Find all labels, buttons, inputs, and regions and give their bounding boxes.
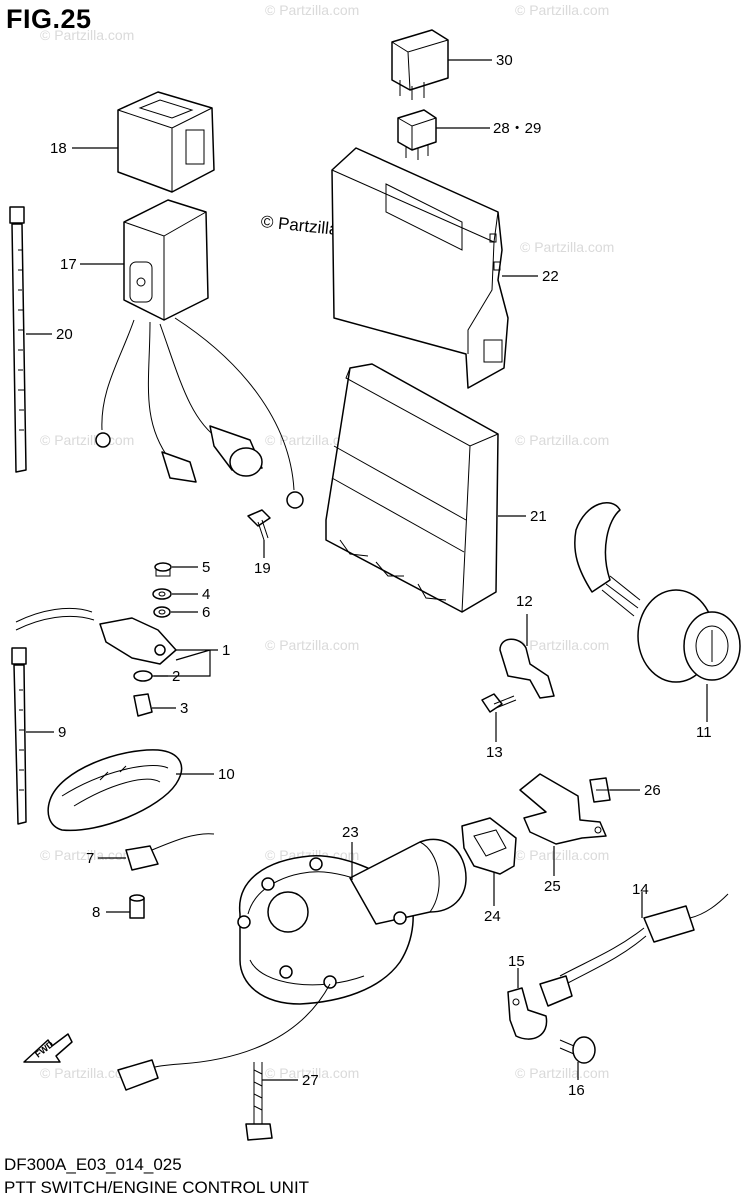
part-9-cable-tie[interactable] bbox=[11, 647, 27, 825]
watermark-layer: © Partzilla.com © Partzilla.com © Partzi… bbox=[40, 2, 614, 1081]
callout-label-22: 22 bbox=[542, 268, 559, 285]
callout-label-10: 10 bbox=[218, 766, 235, 783]
part-2-oring[interactable] bbox=[133, 670, 153, 682]
callout-label-14: 14 bbox=[632, 881, 649, 898]
callout-label-11: 11 bbox=[696, 724, 712, 741]
part-13-bolt[interactable] bbox=[481, 693, 517, 713]
part-1-switch-assy[interactable] bbox=[15, 607, 177, 665]
callout-label-1: 1 bbox=[222, 642, 230, 659]
watermark-text: © Partzilla.com bbox=[265, 432, 359, 448]
callout-label-26: 26 bbox=[644, 782, 661, 799]
part-3-clip[interactable] bbox=[133, 693, 153, 717]
part-8-screw[interactable] bbox=[129, 894, 145, 919]
watermark-text: © Partzilla.com bbox=[265, 1065, 359, 1081]
callout-label-21: 21 bbox=[530, 508, 547, 525]
watermark-text: © Partzilla.com bbox=[515, 2, 609, 18]
part-5-screw[interactable] bbox=[154, 562, 172, 577]
callout-label-13: 13 bbox=[486, 744, 503, 761]
watermark-text: © Partzilla.com bbox=[515, 847, 609, 863]
callout-label-30: 30 bbox=[496, 52, 513, 69]
callout-label-3: 3 bbox=[180, 700, 188, 717]
figure-caption: PTT SWITCH/ENGINE CONTROL UNIT bbox=[4, 1178, 310, 1197]
callout-label-28-29: 28・29 bbox=[493, 120, 541, 137]
callout-label-15: 15 bbox=[508, 953, 525, 970]
callout-label-8: 8 bbox=[92, 904, 100, 921]
callout-label-16: 16 bbox=[568, 1082, 585, 1099]
part-17-module[interactable] bbox=[95, 199, 304, 509]
part-16-bolt[interactable] bbox=[559, 1036, 596, 1064]
callout-label-19: 19 bbox=[254, 560, 271, 577]
part-30-relay[interactable] bbox=[391, 29, 449, 100]
part-15-clamp[interactable] bbox=[507, 987, 548, 1040]
part-26-bolt[interactable] bbox=[589, 777, 612, 803]
callout-label-7: 7 bbox=[86, 850, 94, 867]
part-11-key-switch[interactable] bbox=[574, 501, 741, 683]
part-22-ecu-cover[interactable] bbox=[331, 147, 509, 389]
part-18-cover[interactable] bbox=[117, 91, 215, 193]
watermark-text: © Partzilla.com bbox=[40, 847, 134, 863]
part-20-cable-tie[interactable] bbox=[9, 206, 27, 473]
figure-title: FIG.25 bbox=[6, 4, 92, 34]
watermark-text: © Partzilla.com bbox=[40, 1065, 134, 1081]
part-25-bracket[interactable] bbox=[519, 773, 607, 845]
watermark-text: © Partzilla.com bbox=[515, 1065, 609, 1081]
watermark-text: © Partzilla.com bbox=[265, 2, 359, 18]
part-12-clamp[interactable] bbox=[499, 638, 555, 699]
watermark-text: © Partzilla.com bbox=[40, 432, 134, 448]
fwd-direction-marker: FWD bbox=[23, 1033, 73, 1063]
callout-label-4: 4 bbox=[202, 586, 210, 603]
callout-label-25: 25 bbox=[544, 878, 561, 895]
part-10-switch-cover[interactable] bbox=[47, 749, 183, 832]
callout-label-5: 5 bbox=[202, 559, 210, 576]
callout-label-2: 2 bbox=[172, 668, 180, 685]
part-6-washer[interactable] bbox=[153, 606, 171, 618]
part-21-ecu[interactable] bbox=[325, 363, 499, 613]
part-23-motor-assy[interactable] bbox=[117, 838, 467, 1091]
callout-label-27: 27 bbox=[302, 1072, 319, 1089]
callout-label-6: 6 bbox=[202, 604, 210, 621]
callout-label-20: 20 bbox=[56, 326, 73, 343]
drawing-code: DF300A_E03_014_025 bbox=[4, 1155, 182, 1174]
watermark-text: © Partzilla.com bbox=[515, 637, 609, 653]
part-24-rubber-mount[interactable] bbox=[461, 817, 517, 875]
callout-label-24: 24 bbox=[484, 908, 501, 925]
part-19-bolt[interactable] bbox=[247, 509, 271, 541]
part-7-switch[interactable] bbox=[125, 833, 215, 871]
part-4-washer[interactable] bbox=[152, 588, 172, 600]
part-28-29-relay[interactable] bbox=[397, 109, 437, 160]
callout-label-18: 18 bbox=[50, 140, 67, 157]
callout-label-17: 17 bbox=[60, 256, 77, 273]
part-27-bolt[interactable] bbox=[245, 1062, 273, 1141]
callout-label-9: 9 bbox=[58, 724, 66, 741]
watermark-text: © Partzilla.com bbox=[40, 27, 134, 43]
watermark-text: © Partzilla.com bbox=[515, 432, 609, 448]
callout-layer: 30 28・29 18 22 17 20 21 19 5 4 6 1 2 3 1… bbox=[26, 52, 712, 1099]
callout-label-23: 23 bbox=[342, 824, 359, 841]
part-14-connector-lead[interactable] bbox=[539, 893, 729, 1007]
watermark-text: © Partzilla.com bbox=[520, 239, 614, 255]
callout-label-12: 12 bbox=[516, 593, 533, 610]
watermark-text: © Partzilla.com bbox=[265, 637, 359, 653]
